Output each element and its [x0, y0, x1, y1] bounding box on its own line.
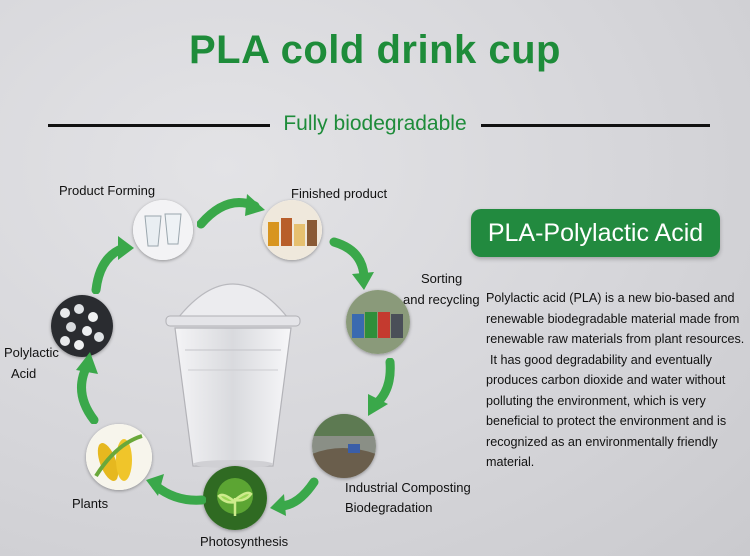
label-plants: Plants	[72, 496, 109, 511]
photosynthesis-image	[203, 466, 267, 530]
arrow-to-sorting	[329, 237, 374, 290]
recycling-bins-image	[346, 290, 410, 354]
label-composting-line2: Biodegradation	[345, 500, 433, 515]
industrial-composting-image	[312, 414, 376, 478]
arrow-to-finished-product	[197, 194, 265, 229]
label-photosynthesis: Photosynthesis	[200, 534, 289, 549]
label-polylactic-line1: Polylactic	[4, 345, 59, 360]
finished-product-image	[262, 200, 322, 260]
arrow-to-product-forming	[91, 236, 134, 294]
description-paragraph-1: Polylactic acid (PLA) is a new bio-based…	[486, 291, 745, 346]
pla-description: Polylactic acid (PLA) is a new bio-based…	[486, 288, 748, 473]
label-sorting-line2: and recycling	[403, 292, 480, 307]
label-product-forming: Product Forming	[59, 183, 156, 198]
subtitle: Fully biodegradable	[283, 112, 467, 135]
arrow-to-plants	[146, 474, 206, 505]
divider-right	[481, 124, 710, 127]
arrow-to-composting	[368, 358, 395, 416]
product-forming-image	[133, 200, 193, 260]
plants-corn-image	[86, 424, 152, 490]
arrow-to-photosynthesis	[270, 477, 319, 516]
pla-badge: PLA-Polylactic Acid	[471, 209, 720, 257]
label-sorting-line1: Sorting	[421, 271, 463, 286]
label-polylactic-line2: Acid	[11, 366, 37, 381]
pla-cup-image	[165, 283, 301, 468]
label-composting-line1: Industrial Composting	[345, 480, 471, 495]
description-paragraph-2: It has good degradability and eventually…	[486, 352, 727, 470]
label-finished-product: Finished product	[291, 186, 388, 201]
divider-left	[48, 124, 270, 127]
polylactic-acid-pellets-image	[51, 295, 113, 357]
page-title: PLA cold drink cup	[189, 28, 561, 72]
arrow-to-polylactic	[76, 352, 99, 424]
